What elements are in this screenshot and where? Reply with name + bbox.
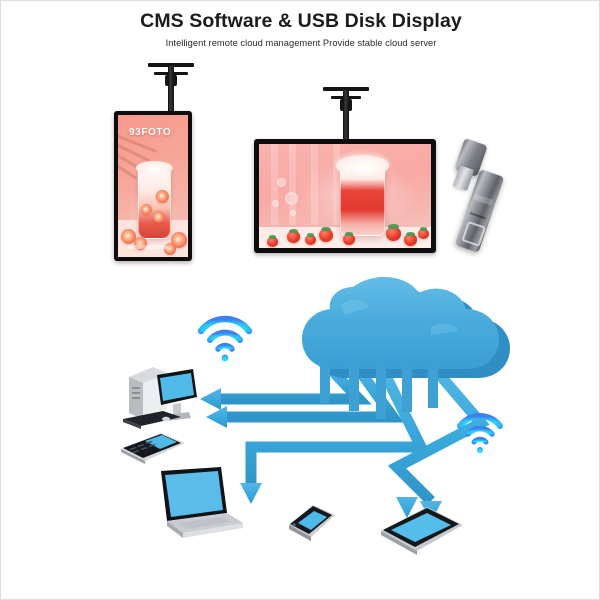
cloud-highlight [431,323,459,335]
backdrop-stripe [271,144,278,226]
arrowhead-laptop [240,483,262,504]
cloud-highlight [341,299,369,315]
bubble-decor [277,178,286,187]
vertical-digital-display[interactable]: 93FOTO [114,111,192,261]
backdrop-stripe [311,144,318,226]
pda-screen [145,435,177,449]
strawberry-decor [343,232,355,245]
usb-brand-label [473,193,494,206]
fruit-slice-table [171,232,187,248]
page-subtitle: Intelligent remote cloud management Prov… [165,38,437,48]
bubble-decor [272,200,279,207]
smartphone[interactable] [289,505,335,541]
vertical-display-content-grapefruit-drink: 93FOTO [118,115,188,257]
arrow-to-pda [227,359,404,423]
fruit-slice-table [164,243,176,255]
laptop[interactable] [161,467,243,538]
cloud-legs [320,363,438,419]
tablet[interactable] [381,507,463,555]
usb-disk[interactable] [452,137,523,256]
vertical-display-ceiling-mount [146,63,196,115]
desktop-keyboard [123,411,181,426]
fruit-slice [140,203,152,215]
vertical-display-screen: 93FOTO [118,115,188,257]
mount-top-bar [323,87,369,91]
usb-slot [469,212,487,220]
strawberry-decor [386,224,401,241]
pda-phone[interactable] [121,433,185,464]
horizontal-display-ceiling-mount [321,87,371,142]
tablet-screen [391,513,451,542]
fruit-slice [152,210,165,223]
bubble-decor [290,210,296,216]
arrow-to-tablet [387,363,490,505]
cloud-server-shape[interactable] [302,276,499,369]
arrowhead-pda [206,406,227,428]
fruit-slice [155,189,169,203]
cloud-network-diagram [121,276,510,555]
desktop-computer[interactable] [123,367,197,429]
strawberry-decor [287,228,300,243]
wifi-signal-right [457,413,503,453]
mount-pole [168,66,174,115]
backdrop-stripe [289,144,296,226]
horizontal-display-content-strawberry-smoothie [259,144,431,248]
wifi-signal-left [197,315,253,362]
arrowhead-smartphone [396,497,418,518]
mount-pole [343,90,349,142]
strawberry-decor [305,233,316,245]
bubble-decor [285,192,298,205]
fruit-slice-table [121,229,136,244]
mount-top-bar [148,63,194,67]
desktop-monitor-screen [160,373,194,401]
horizontal-display-screen [259,144,431,248]
drink-cup-graphic [135,160,173,239]
strawberry-decor [319,226,333,242]
smoothie-cup-graphic [335,154,389,236]
usb-keyring-loop [461,220,487,247]
display-brand-overlay: 93FOTO [129,127,172,138]
page-title: CMS Software & USB Disk Display [140,10,462,32]
horizontal-digital-display[interactable] [254,139,436,253]
backdrop-stripe [333,144,340,226]
arrow-to-laptop [245,363,430,483]
fruit-slice-table [134,237,147,250]
strawberry-decor [267,235,278,247]
strawberry-decor [404,231,417,246]
laptop-screen [165,471,223,517]
strawberry-decor [418,227,429,239]
smartphone-screen [298,511,327,530]
arrowhead-desktop [200,388,221,410]
watermark-bar [128,245,168,249]
